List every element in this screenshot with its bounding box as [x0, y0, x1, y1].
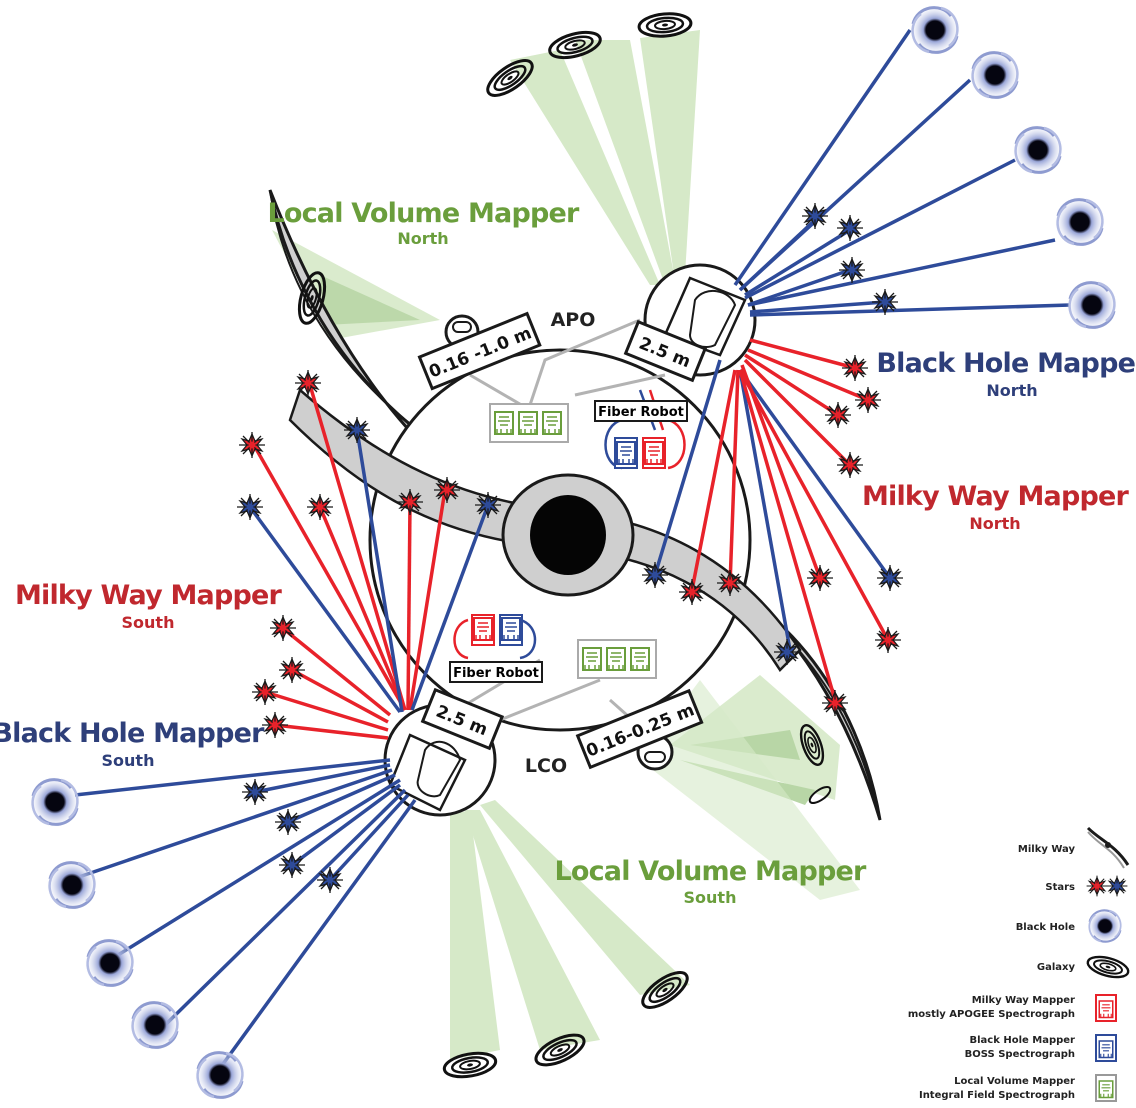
svg-text:South: South: [102, 751, 155, 770]
bhm-north-black-holes: [907, 2, 1120, 333]
mwm-south-title: Milky Way Mapper South: [15, 580, 283, 632]
black-hole-icon: [1085, 906, 1125, 946]
svg-text:Galaxy: Galaxy: [1037, 962, 1076, 973]
apo-large-telescope-label: 2.5 m: [623, 319, 708, 383]
boss-spectrograph-icon: [1095, 1034, 1117, 1062]
central-bulge: [501, 473, 635, 597]
lvm-south-fields: [450, 675, 860, 1060]
lvm-south-galaxies: [440, 721, 832, 1082]
svg-text:South: South: [122, 613, 175, 632]
svg-text:Local Volume Mapper: Local Volume Mapper: [954, 1076, 1075, 1087]
svg-text:North: North: [969, 514, 1020, 533]
lvm-south-title: Local Volume Mapper South: [554, 856, 867, 907]
legend-lvm: Local Volume Mapper Integral Field Spect…: [919, 1074, 1117, 1102]
bhm-south-black-holes: [27, 774, 248, 1103]
svg-text:Local Volume Mapper: Local Volume Mapper: [267, 198, 580, 229]
svg-text:Milky Way Mapper: Milky Way Mapper: [862, 481, 1130, 512]
svg-text:North: North: [986, 381, 1037, 400]
lvm-north-fields: [272, 30, 700, 340]
apo-fiber-robot-label: Fiber Robot: [594, 400, 688, 422]
svg-text:BOSS Spectrograph: BOSS Spectrograph: [965, 1049, 1075, 1060]
legend-mwm: Milky Way Mapper mostly APOGEE Spectrogr…: [908, 994, 1117, 1022]
bhm-south-title: Black Hole Mapper South: [0, 718, 266, 770]
legend-galaxy: Galaxy: [1037, 951, 1132, 983]
svg-text:Black Hole Mapper: Black Hole Mapper: [0, 718, 265, 749]
svg-text:Milky Way: Milky Way: [1018, 844, 1076, 855]
stars-icon: [1086, 875, 1128, 897]
lco-label: LCO: [525, 755, 567, 777]
ifs-spectrograph-icon: [1095, 1074, 1117, 1102]
svg-text:North: North: [397, 229, 448, 248]
svg-text:Black Hole Mapper: Black Hole Mapper: [969, 1035, 1075, 1046]
lco-fiber-robot-spectrographs: [453, 614, 537, 660]
galaxy-icon: [1084, 951, 1132, 983]
svg-text:South: South: [684, 888, 737, 907]
apo-label: APO: [551, 309, 596, 331]
apogee-spectrograph-icon: [1095, 994, 1117, 1022]
bhm-north-title: Black Hole Mapper North: [876, 348, 1136, 400]
bhm-north-sightlines: [653, 29, 1071, 651]
svg-text:mostly APOGEE Spectrograph: mostly APOGEE Spectrograph: [908, 1009, 1075, 1020]
bhm-south-sightlines: [69, 429, 490, 1077]
mwm-south-sightlines: [253, 384, 447, 740]
lvm-south-spectrographs: [577, 639, 657, 679]
svg-text:Fiber Robot: Fiber Robot: [598, 405, 684, 420]
svg-text:Milky Way Mapper: Milky Way Mapper: [15, 580, 283, 611]
svg-text:Local Volume Mapper: Local Volume Mapper: [554, 856, 867, 887]
lvm-north-spectrographs: [489, 403, 569, 443]
legend-black-hole: Black Hole: [1016, 906, 1125, 946]
svg-text:Black Hole Mapper: Black Hole Mapper: [876, 348, 1136, 379]
mwm-north-sightlines: [690, 338, 890, 701]
legend-stars: Stars: [1045, 875, 1128, 897]
svg-text:Fiber Robot: Fiber Robot: [453, 666, 539, 681]
svg-text:Stars: Stars: [1045, 882, 1075, 893]
legend-milky-way: Milky Way: [1018, 826, 1130, 869]
lco-fiber-robot-label: Fiber Robot: [449, 661, 543, 683]
mwm-north-title: Milky Way Mapper North: [862, 481, 1130, 533]
legend: Milky Way Stars Black Hole Galaxy Milky …: [908, 826, 1132, 1102]
legend-bhm: Black Hole Mapper BOSS Spectrograph: [965, 1034, 1117, 1062]
svg-text:Black Hole: Black Hole: [1016, 922, 1076, 933]
svg-text:Integral Field Spectrograph: Integral Field Spectrograph: [919, 1090, 1075, 1101]
svg-text:Milky Way Mapper: Milky Way Mapper: [972, 995, 1075, 1006]
lvm-north-title: Local Volume Mapper North: [267, 198, 580, 248]
